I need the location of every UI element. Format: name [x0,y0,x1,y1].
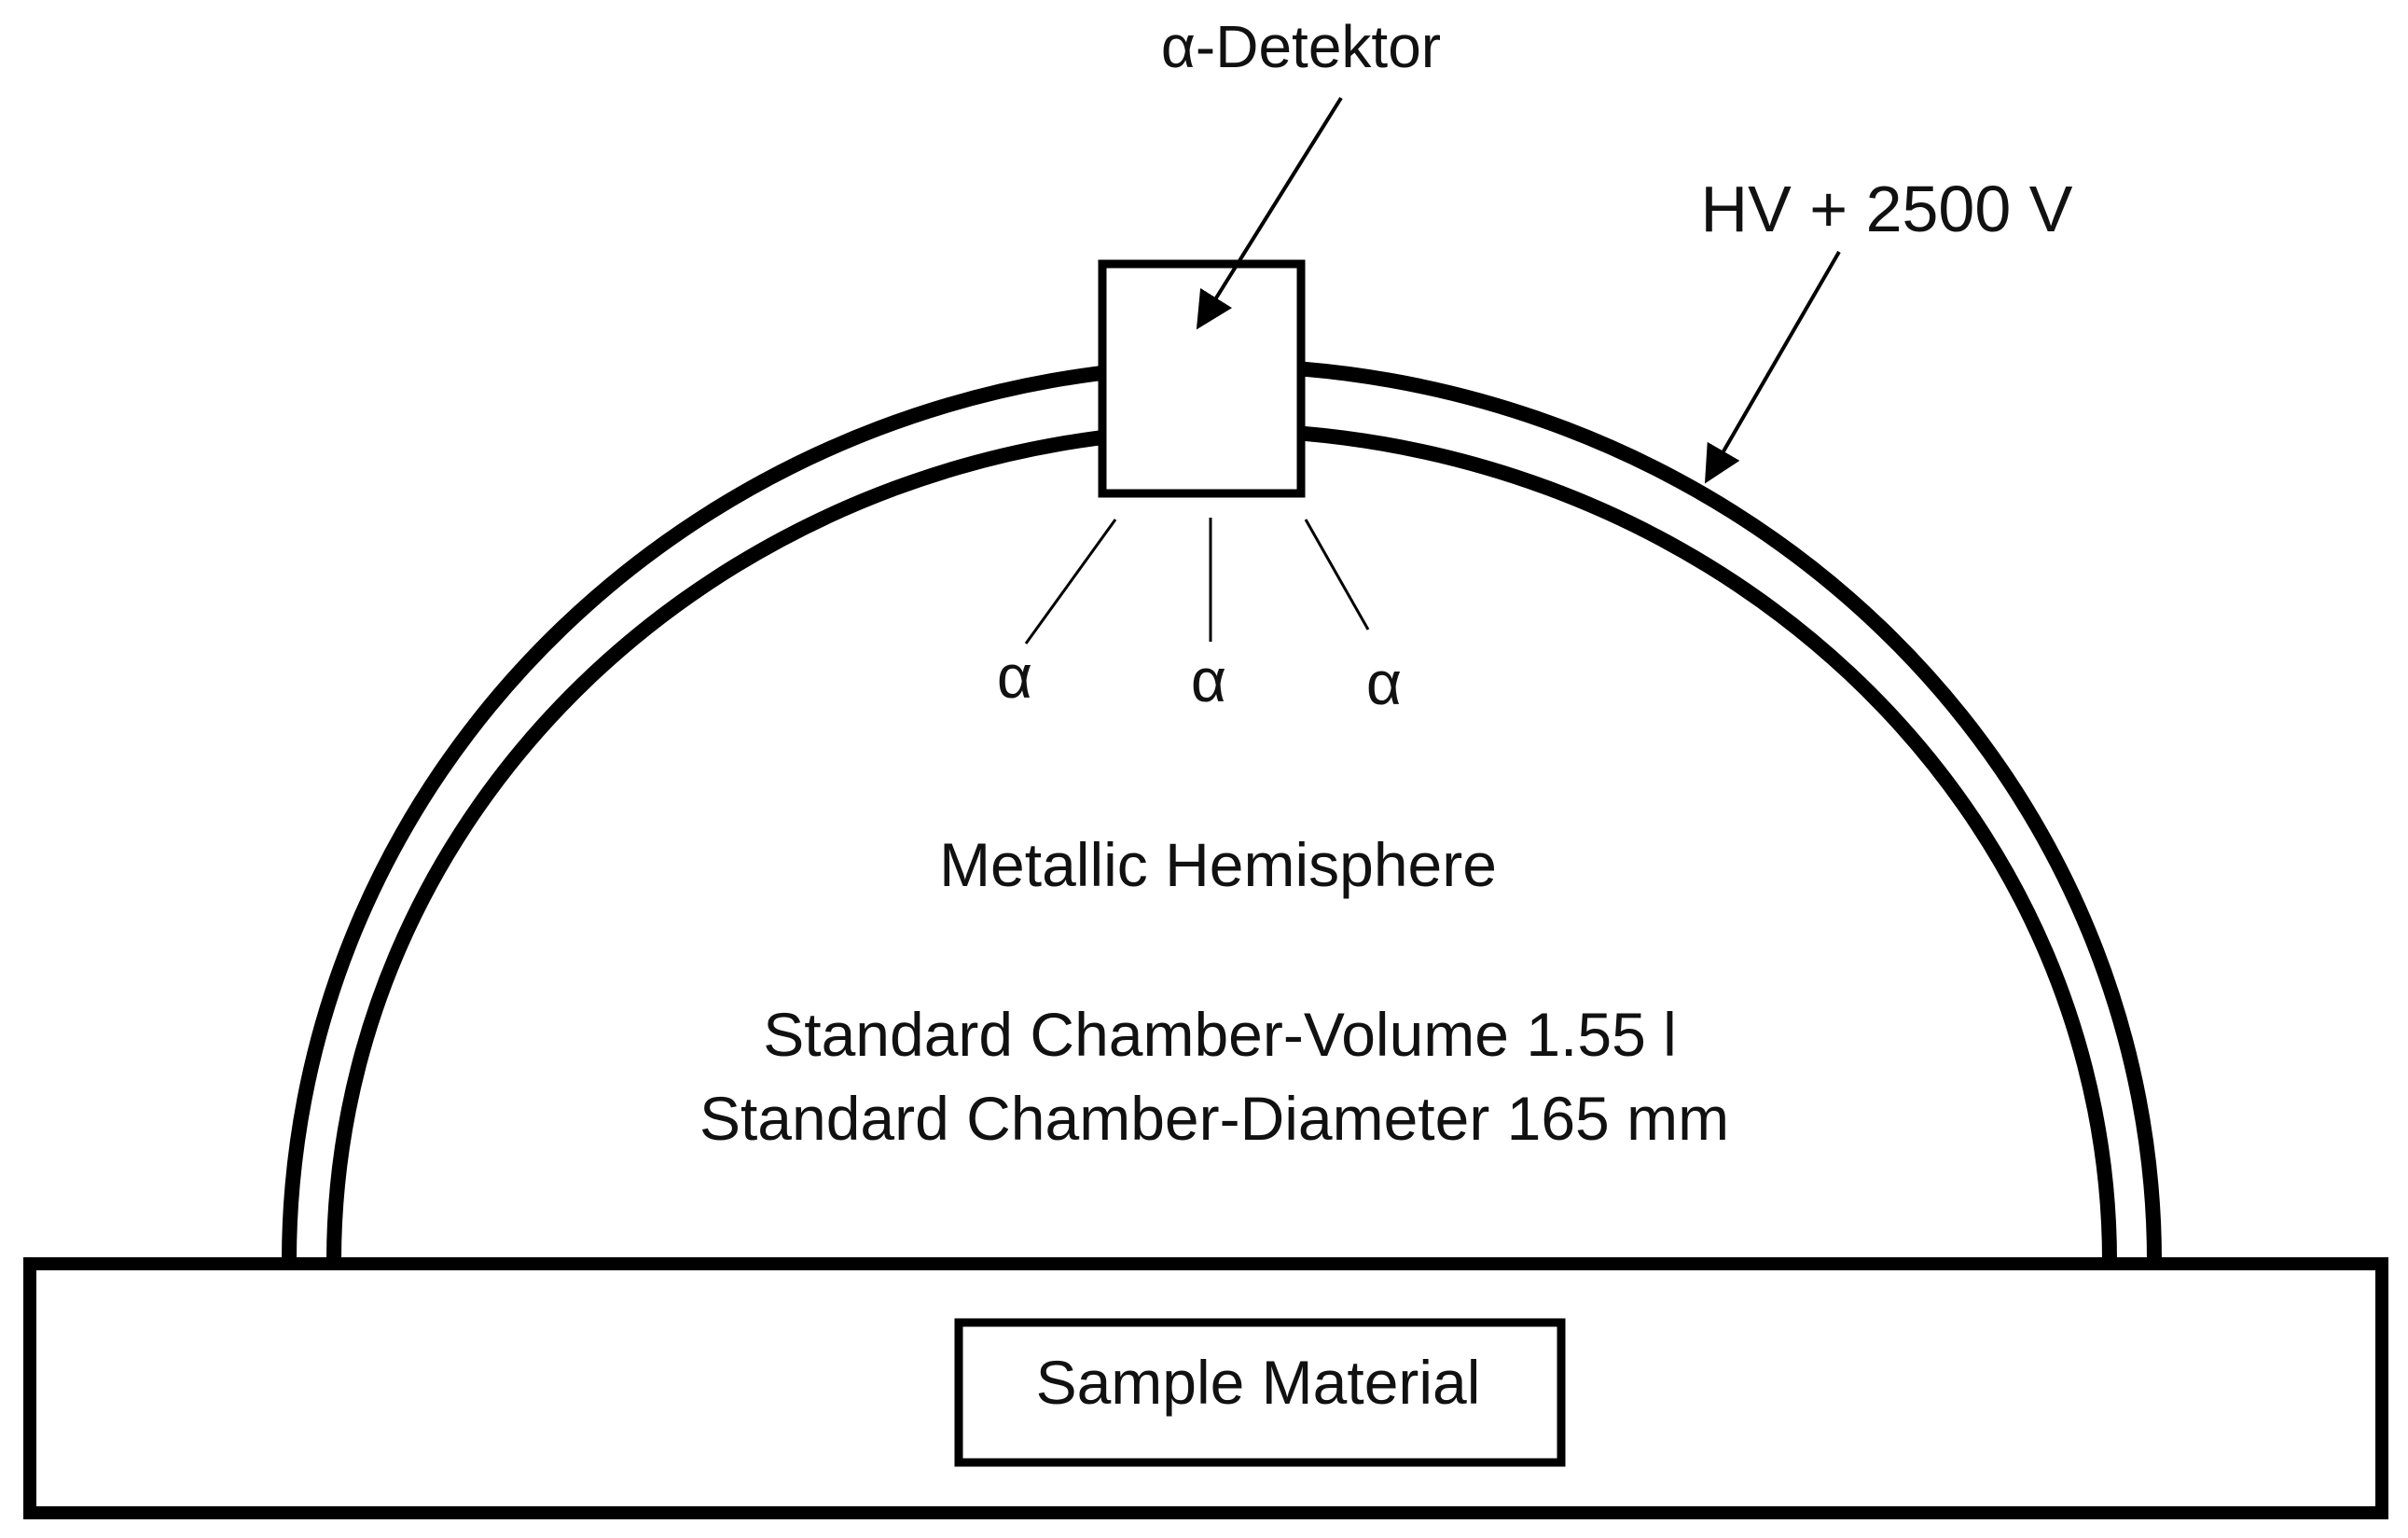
chamber-volume-label: Standard Chamber-Volume 1.55 l [763,1000,1677,1069]
hemisphere-label: Metallic Hemisphere [939,830,1497,899]
sample-material-box [954,1318,1566,1467]
hv-label: HV + 2500 V [1701,173,2073,245]
chamber-diameter-label: Standard Chamber-Diameter 165 mm [699,1084,1729,1153]
alpha-ray-right [1304,519,1370,630]
hv-pointer-arrow [1704,250,1841,484]
alpha-ray-left [1024,519,1117,644]
alpha-label-left: α [997,642,1032,711]
alpha-label-right: α [1366,648,1402,717]
detector-label: α-Detektor [1161,13,1441,80]
alpha-label-center: α [1191,645,1226,714]
detector-box [1098,259,1306,498]
sample-material-label: Sample Material [1036,1348,1481,1417]
detector-pointer-arrow [1196,96,1343,330]
